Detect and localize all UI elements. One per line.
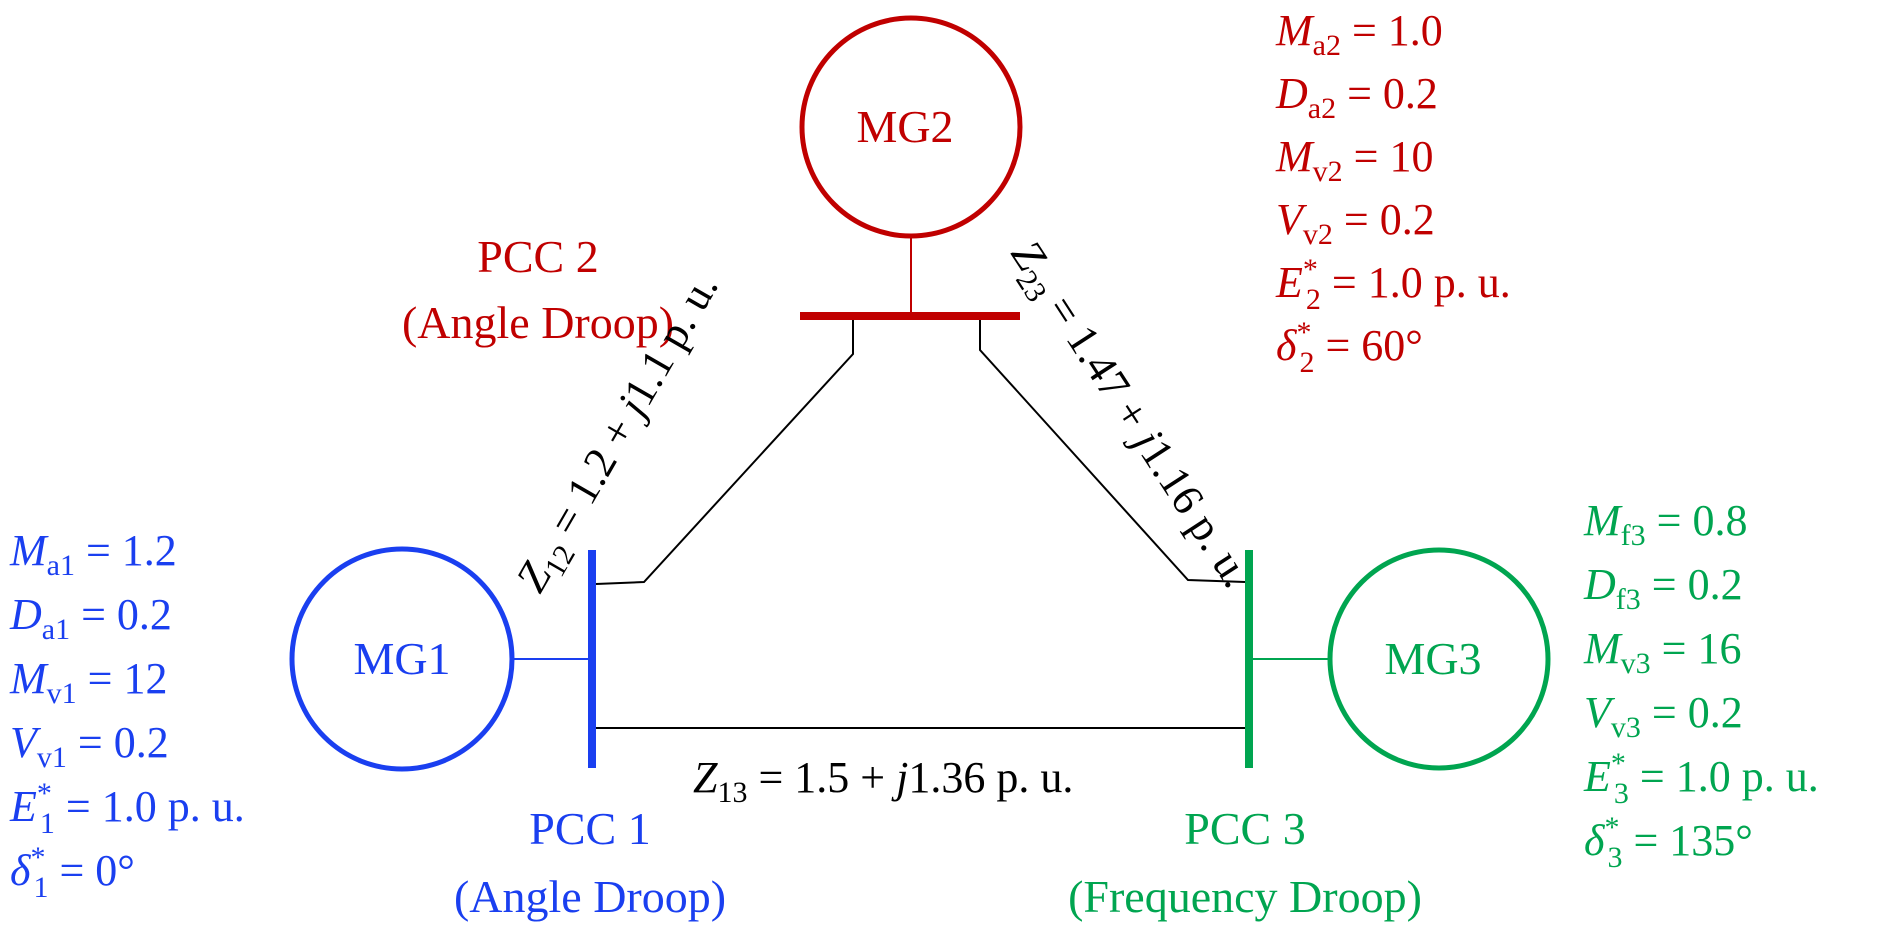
mg3-param-3: Vv3 = 0.2 bbox=[1584, 688, 1743, 744]
mg1-param-0: Ma1 = 1.2 bbox=[9, 526, 177, 582]
pcc1-title: PCC 1 bbox=[529, 803, 650, 854]
mg2-param-5: δ*2 = 60° bbox=[1276, 316, 1423, 379]
z13-label-group: Z13 = 1.5 + j1.36 p. u. bbox=[693, 753, 1073, 809]
mg3-label: MG3 bbox=[1384, 633, 1481, 684]
pcc3-mode: (Frequency Droop) bbox=[1068, 871, 1422, 922]
line-z23 bbox=[979, 316, 1246, 583]
mg2-param-0: Ma2 = 1.0 bbox=[1275, 6, 1443, 62]
mg3-param-5: δ*3 = 135° bbox=[1584, 811, 1753, 874]
mg1-param-1: Da1 = 0.2 bbox=[9, 590, 172, 646]
mg2-param-2: Mv2 = 10 bbox=[1275, 132, 1433, 188]
mg1-param-3: Vv1 = 0.2 bbox=[10, 718, 169, 774]
mg1-label: MG1 bbox=[353, 633, 450, 684]
z23-label: Z23 = 1.47 + j1.16 p. u. bbox=[996, 232, 1262, 600]
mg3-group: MG3 PCC 3 (Frequency Droop) Mf3 = 0.8Df3… bbox=[1068, 496, 1819, 922]
line-z12 bbox=[595, 316, 854, 585]
mg2-param-3: Vv2 = 0.2 bbox=[1276, 195, 1435, 251]
mg3-param-1: Df3 = 0.2 bbox=[1583, 560, 1743, 616]
mg2-param-4: E*2 = 1.0 p. u. bbox=[1275, 253, 1511, 316]
z23-label-group: Z23 = 1.47 + j1.16 p. u. bbox=[996, 232, 1262, 600]
mg3-param-0: Mf3 = 0.8 bbox=[1583, 496, 1747, 552]
pcc3-title: PCC 3 bbox=[1184, 803, 1305, 854]
mg3-param-2: Mv3 = 16 bbox=[1583, 624, 1741, 680]
pcc2-title: PCC 2 bbox=[477, 231, 598, 282]
mg3-param-4: E*3 = 1.0 p. u. bbox=[1583, 747, 1819, 810]
mg1-param-5: δ*1 = 0° bbox=[10, 841, 135, 904]
mg2-param-1: Da2 = 0.2 bbox=[1275, 69, 1438, 125]
mg2-label: MG2 bbox=[856, 101, 953, 152]
pcc2-mode: (Angle Droop) bbox=[402, 297, 674, 348]
mg1-param-4: E*1 = 1.0 p. u. bbox=[9, 777, 245, 840]
pcc1-mode: (Angle Droop) bbox=[454, 871, 726, 922]
z13-label: Z13 = 1.5 + j1.36 p. u. bbox=[693, 753, 1073, 809]
mg1-param-2: Mv1 = 12 bbox=[9, 654, 167, 710]
